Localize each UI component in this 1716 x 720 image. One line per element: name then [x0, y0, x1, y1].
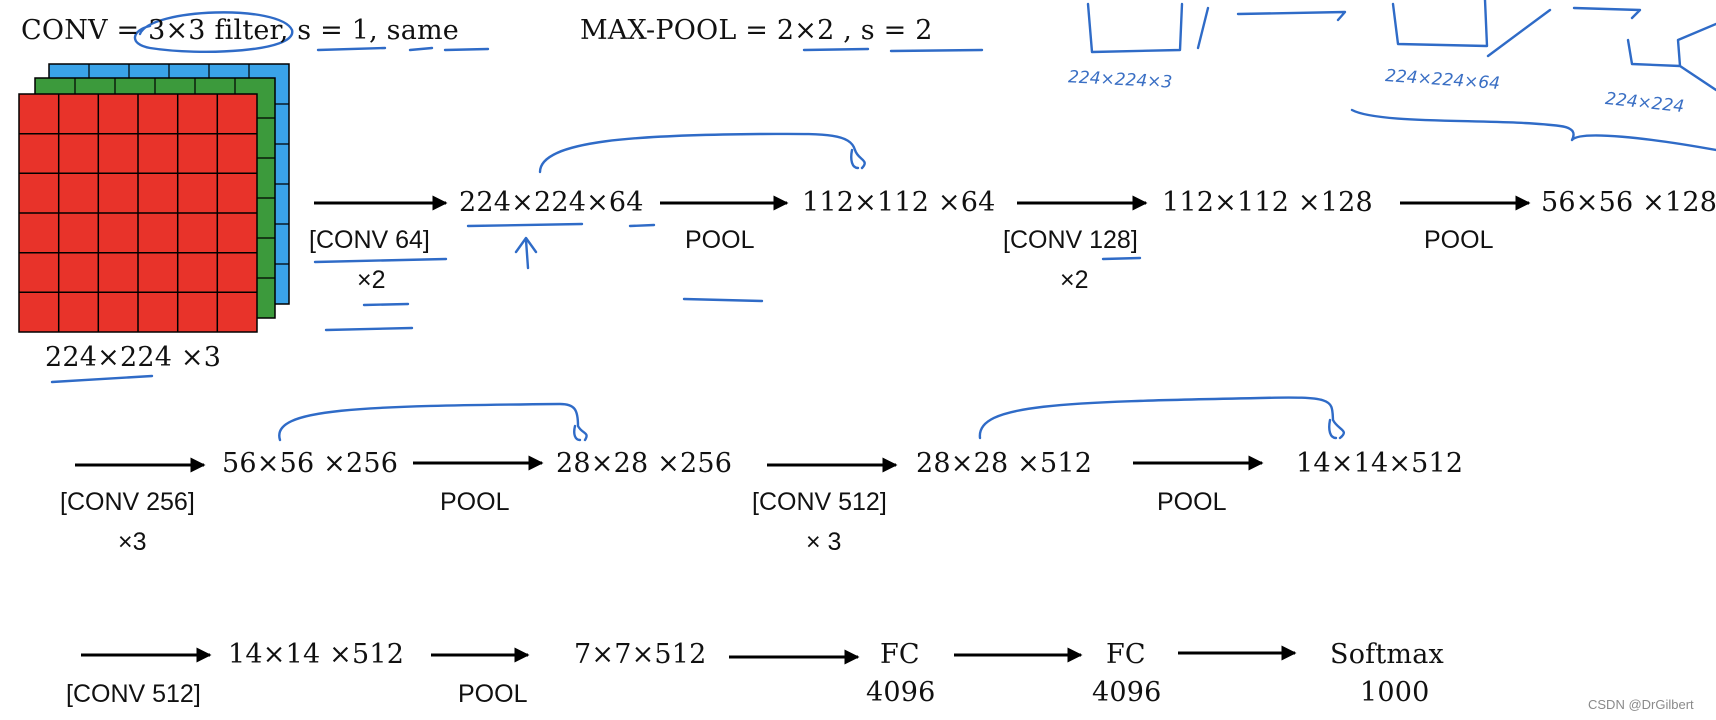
ink-sketch-1 — [1086, 2, 1347, 54]
ink-brace-top — [1350, 108, 1716, 152]
conv256-repeat: ×3 — [118, 528, 147, 556]
output-14x14x512: 14×14×512 — [1296, 448, 1464, 479]
ink-underline-pool — [802, 47, 984, 53]
conv128-repeat: ×2 — [1060, 266, 1089, 294]
pool2-label: POOL — [1424, 226, 1494, 254]
output-56x56x256: 56×56 ×256 — [222, 448, 399, 479]
fc1-size: 4096 — [866, 677, 936, 708]
conv512b-label: [CONV 512] — [66, 680, 201, 708]
pool1-label: POOL — [685, 226, 755, 254]
output-112x112x128: 112×112 ×128 — [1162, 187, 1373, 218]
output-56x56x128: 56×56 ×128 — [1541, 187, 1716, 218]
ink-underline-x2 — [324, 302, 414, 332]
conv512-repeat: × 3 — [806, 528, 842, 556]
fc1-label: FC — [880, 639, 920, 670]
conv-definition: CONV = 3×3 filter, s = 1, same — [21, 15, 459, 46]
ink-underline-conv — [316, 46, 490, 52]
ink-skip-r1 — [538, 132, 866, 174]
maxpool-definition: MAX-POOL = 2×2 , s = 2 — [580, 15, 933, 46]
ink-uparrow — [514, 236, 538, 270]
pool4-label: POOL — [1157, 488, 1227, 516]
ink-underline-input — [50, 374, 154, 384]
conv512-label: [CONV 512] — [752, 488, 887, 516]
ink-underline-224-64 — [466, 222, 656, 228]
fc2-size: 4096 — [1092, 677, 1162, 708]
pool3-label: POOL — [440, 488, 510, 516]
softmax-size: 1000 — [1360, 677, 1430, 708]
ink-skip-r2a — [278, 402, 588, 442]
pool5-label: POOL — [458, 680, 528, 708]
output-28x28x512: 28×28 ×512 — [916, 448, 1093, 479]
output-14x14x512-b: 14×14 ×512 — [228, 639, 405, 670]
input-size-label: 224×224 ×3 — [45, 342, 222, 373]
fc2-label: FC — [1106, 639, 1146, 670]
ink-skip-r2b — [978, 396, 1346, 440]
ink-sketch-3 — [1626, 22, 1716, 92]
ink-sketch-2 — [1391, 0, 1642, 58]
output-224x224x64: 224×224×64 — [459, 187, 644, 218]
conv128-label: [CONV 128] — [1003, 226, 1138, 254]
ink-underline-conv64 — [313, 257, 448, 264]
ink-underline-pool — [682, 297, 764, 303]
conv64-label: [CONV 64] — [309, 226, 430, 254]
watermark: CSDN @DrGilbert — [1588, 697, 1694, 712]
ink-circle-3x3 — [133, 11, 294, 53]
softmax-label: Softmax — [1330, 639, 1444, 670]
output-7x7x512: 7×7×512 — [574, 639, 707, 670]
red-channel — [18, 93, 258, 333]
ink-underline-128 — [1101, 256, 1142, 261]
conv64-repeat: ×2 — [357, 266, 386, 294]
input-image-cube — [18, 63, 290, 333]
conv256-label: [CONV 256] — [60, 488, 195, 516]
output-112x112x64: 112×112 ×64 — [802, 187, 996, 218]
output-28x28x256: 28×28 ×256 — [556, 448, 733, 479]
